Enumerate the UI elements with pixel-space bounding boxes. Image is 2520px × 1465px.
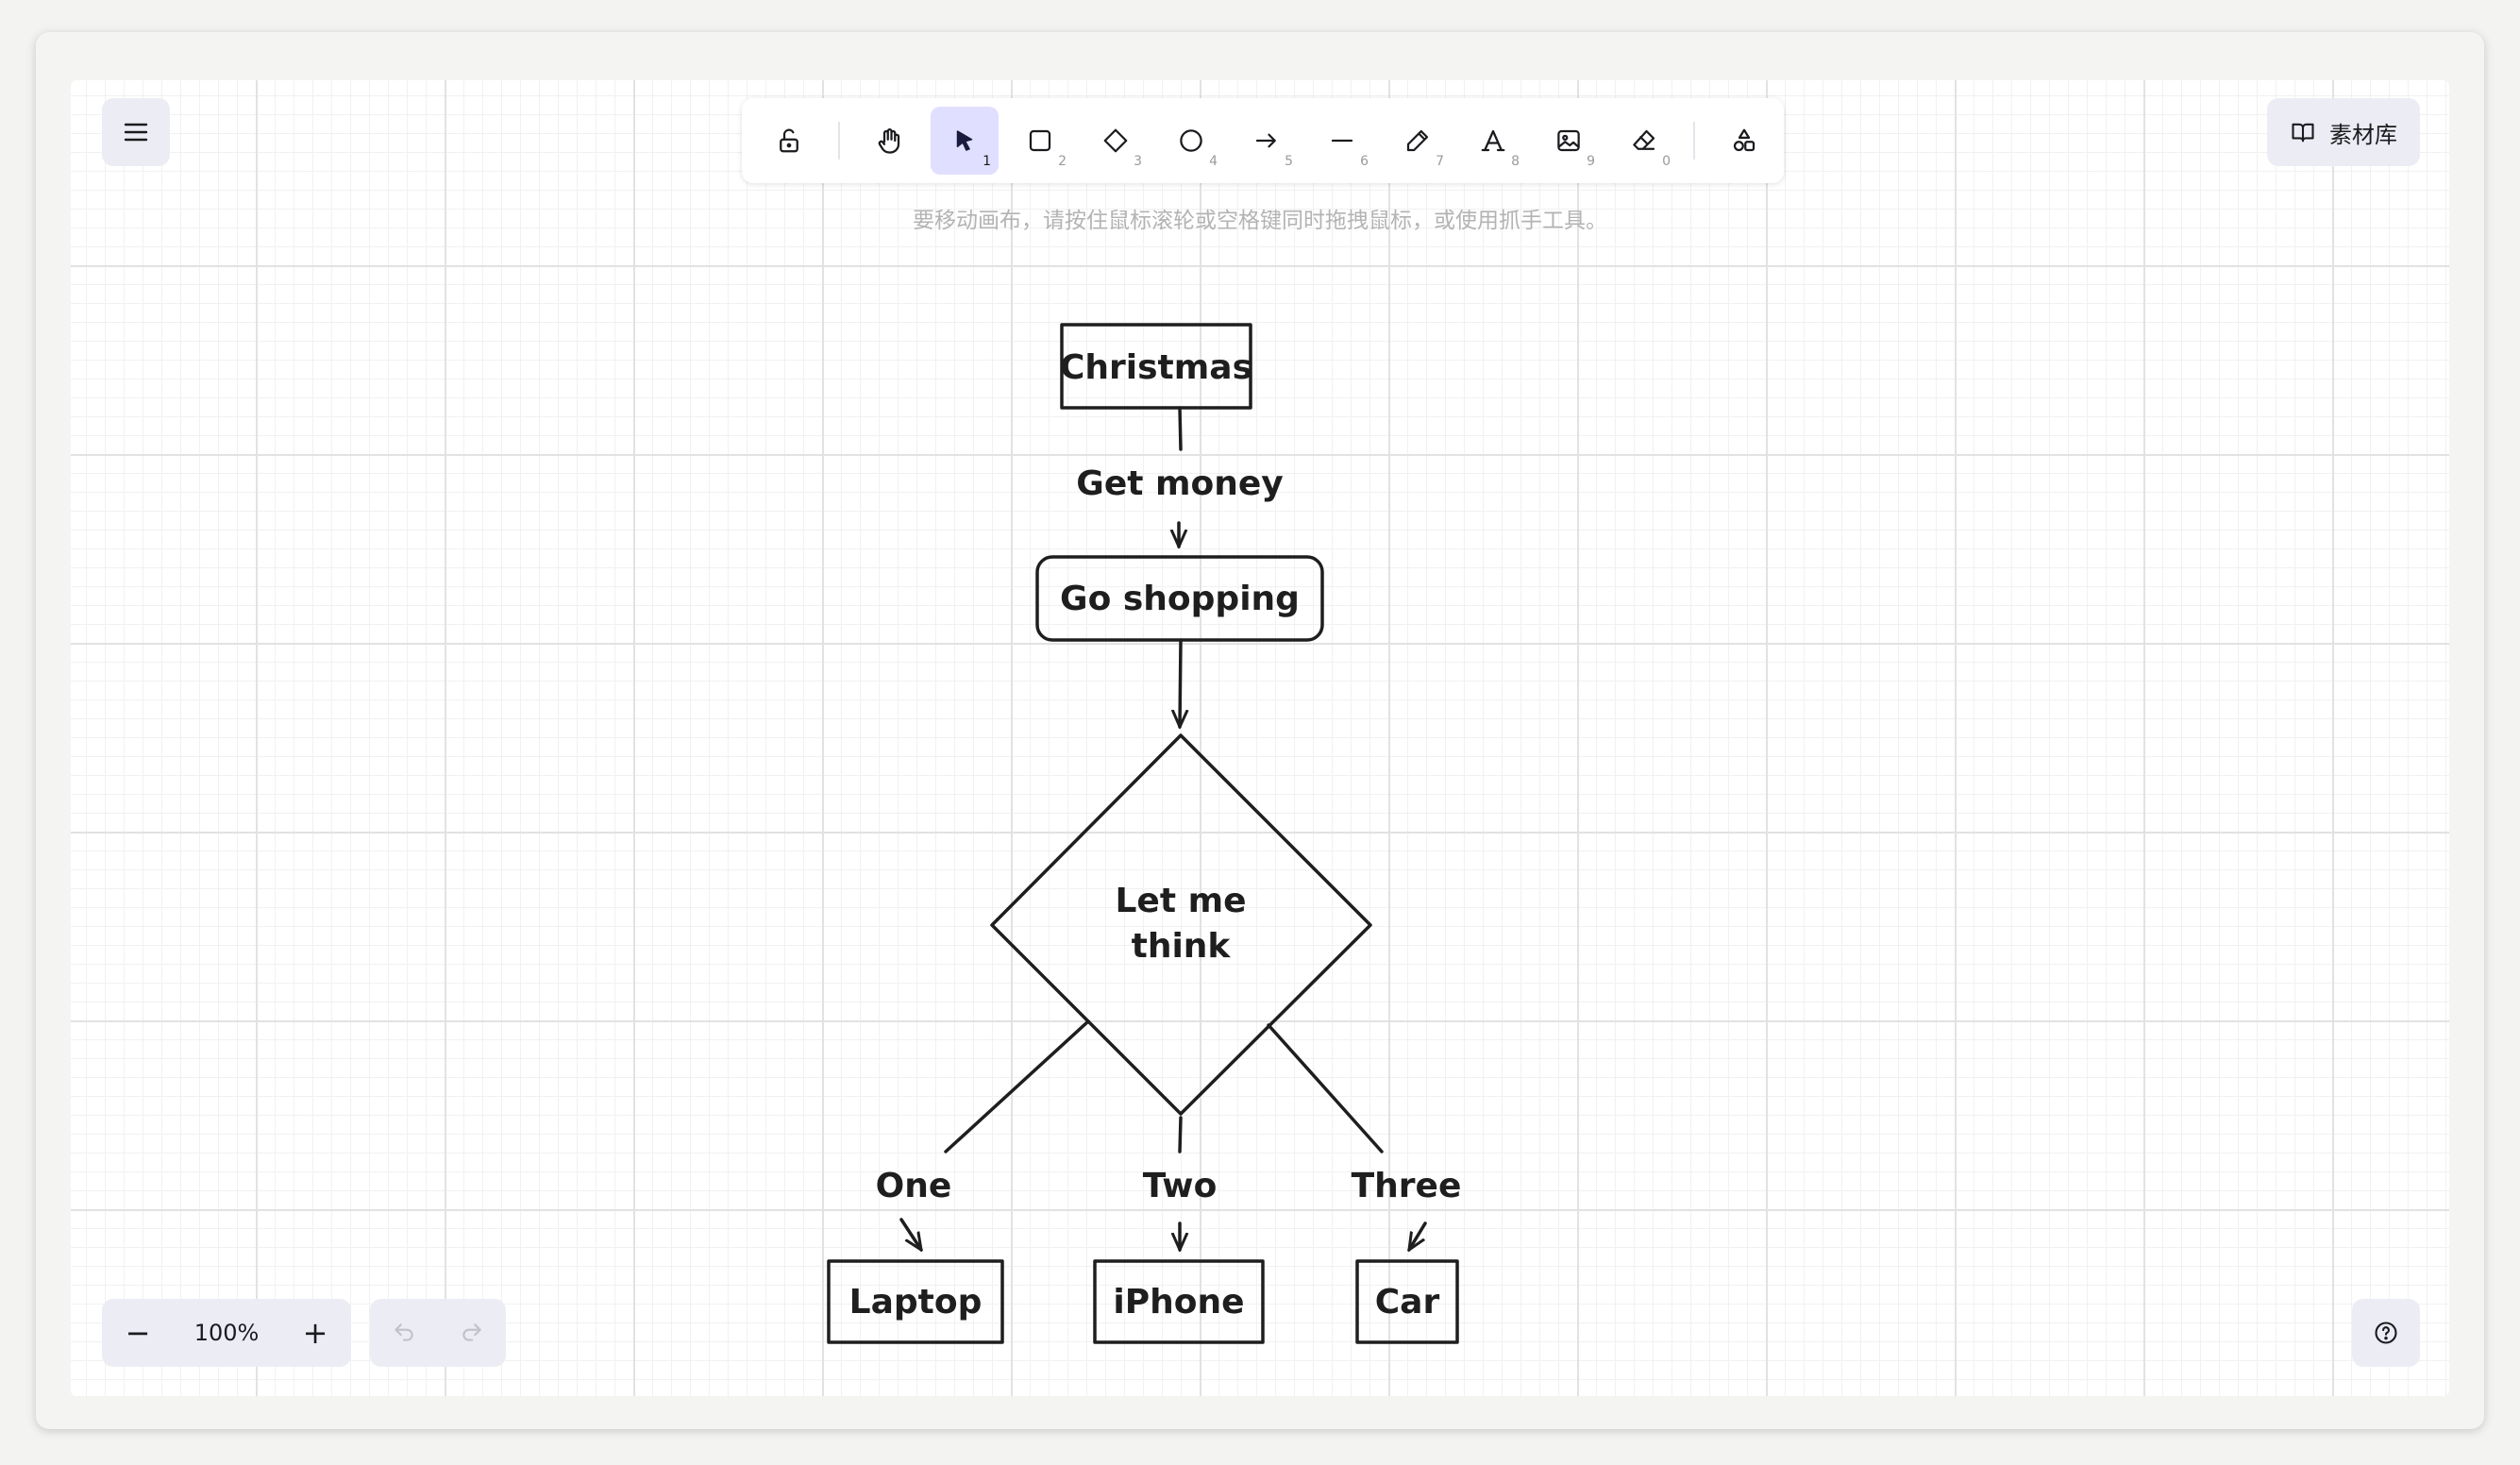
rectangle-icon [1029, 129, 1051, 152]
tool-shortcut: 4 [1209, 154, 1218, 169]
tool-extra-shapes[interactable] [1710, 107, 1778, 175]
label-laptop: Laptop [849, 1283, 983, 1322]
tool-image[interactable]: 9 [1535, 107, 1603, 175]
tool-selection[interactable]: 1 [931, 107, 999, 175]
toolbar-separator [1693, 122, 1695, 160]
tool-hand[interactable] [855, 107, 923, 175]
label-iphone: iPhone [1113, 1283, 1244, 1322]
tool-shortcut: 1 [983, 154, 991, 169]
zoom-controls: − 100% + [102, 1299, 351, 1367]
edge-one-lower[interactable] [899, 1218, 921, 1250]
library-button[interactable]: 素材库 [2267, 98, 2420, 166]
tool-eraser[interactable]: 0 [1610, 107, 1678, 175]
pencil-icon [1406, 129, 1429, 152]
help-button[interactable] [2352, 1299, 2420, 1367]
text-icon [1481, 129, 1505, 152]
tool-ellipse[interactable]: 4 [1157, 107, 1225, 175]
edge-get-money-upper[interactable] [1178, 406, 1183, 451]
zoom-in-button[interactable]: + [302, 1315, 328, 1351]
tool-diamond[interactable]: 3 [1082, 107, 1150, 175]
label-car: Car [1375, 1283, 1440, 1322]
shapes-icon [1733, 128, 1756, 152]
redo-button[interactable] [444, 1305, 500, 1361]
node-iphone[interactable] [1093, 1259, 1265, 1344]
tool-lock[interactable] [755, 107, 823, 175]
label-decision-2: think [1132, 927, 1232, 966]
label-go-shopping: Go shopping [1060, 580, 1300, 618]
shape-toolbar: 1 2 3 4 5 [742, 98, 1784, 183]
node-car[interactable] [1355, 1259, 1459, 1344]
node-christmas[interactable] [1060, 323, 1252, 410]
tool-pencil[interactable]: 7 [1384, 107, 1452, 175]
cursor-arrow-icon [956, 130, 973, 151]
node-laptop[interactable] [827, 1259, 1004, 1344]
tool-shortcut: 9 [1587, 154, 1595, 169]
main-menu-button[interactable] [102, 98, 170, 166]
redo-icon [462, 1323, 481, 1341]
hand-icon [878, 128, 900, 154]
tool-arrow[interactable]: 5 [1233, 107, 1301, 175]
diagram: Christmas Get money Go shopping Let me t… [827, 323, 1462, 1344]
line-icon [1331, 139, 1353, 143]
tool-shortcut: 3 [1134, 154, 1142, 169]
toolbar-separator [838, 122, 840, 160]
lock-icon [780, 128, 798, 153]
library-label: 素材库 [2329, 121, 2397, 148]
edge-three-lower[interactable] [1409, 1221, 1427, 1250]
undo-redo-controls [370, 1299, 506, 1367]
undo-icon [395, 1323, 413, 1341]
hamburger-icon [124, 123, 148, 142]
label-two: Two [1143, 1167, 1218, 1205]
ellipse-icon [1180, 129, 1202, 152]
label-decision-1: Let me [1115, 882, 1246, 920]
tool-shortcut: 6 [1360, 154, 1369, 169]
label-one: One [876, 1167, 952, 1205]
arrow-right-icon [1255, 133, 1276, 148]
node-decision[interactable] [990, 733, 1372, 1116]
tool-shortcut: 7 [1436, 154, 1444, 169]
undo-button[interactable] [376, 1305, 432, 1361]
drawing-canvas[interactable] [71, 80, 2449, 1396]
zoom-level[interactable]: 100% [193, 1320, 260, 1346]
tool-rectangle[interactable]: 2 [1006, 107, 1074, 175]
book-open-icon [2292, 123, 2314, 143]
label-christmas: Christmas [1060, 348, 1252, 387]
tool-shortcut: 2 [1058, 154, 1067, 169]
help-icon [2375, 1322, 2397, 1344]
zoom-out-button[interactable]: − [125, 1315, 151, 1351]
edge-two-upper[interactable] [1178, 1116, 1183, 1153]
edge-three-upper[interactable] [1267, 1023, 1384, 1153]
tool-text[interactable]: 8 [1459, 107, 1527, 175]
tool-shortcut: 5 [1285, 154, 1293, 169]
eraser-icon [1633, 129, 1655, 150]
image-icon [1557, 129, 1580, 152]
diamond-icon [1103, 128, 1128, 153]
label-three: Three [1352, 1167, 1462, 1205]
tool-shortcut: 0 [1662, 154, 1671, 169]
canvas-hint: 要移动画布，请按住鼠标滚轮或空格键同时拖拽鼠标，或使用抓手工具。 [913, 209, 1607, 233]
label-get-money: Get money [1076, 464, 1283, 503]
tool-line[interactable]: 6 [1308, 107, 1376, 175]
tool-shortcut: 8 [1511, 154, 1520, 169]
edge-one-upper[interactable] [944, 1019, 1090, 1153]
app-window: Christmas Get money Go shopping Let me t… [36, 32, 2484, 1429]
edge-shopping-to-decision[interactable] [1180, 638, 1181, 727]
